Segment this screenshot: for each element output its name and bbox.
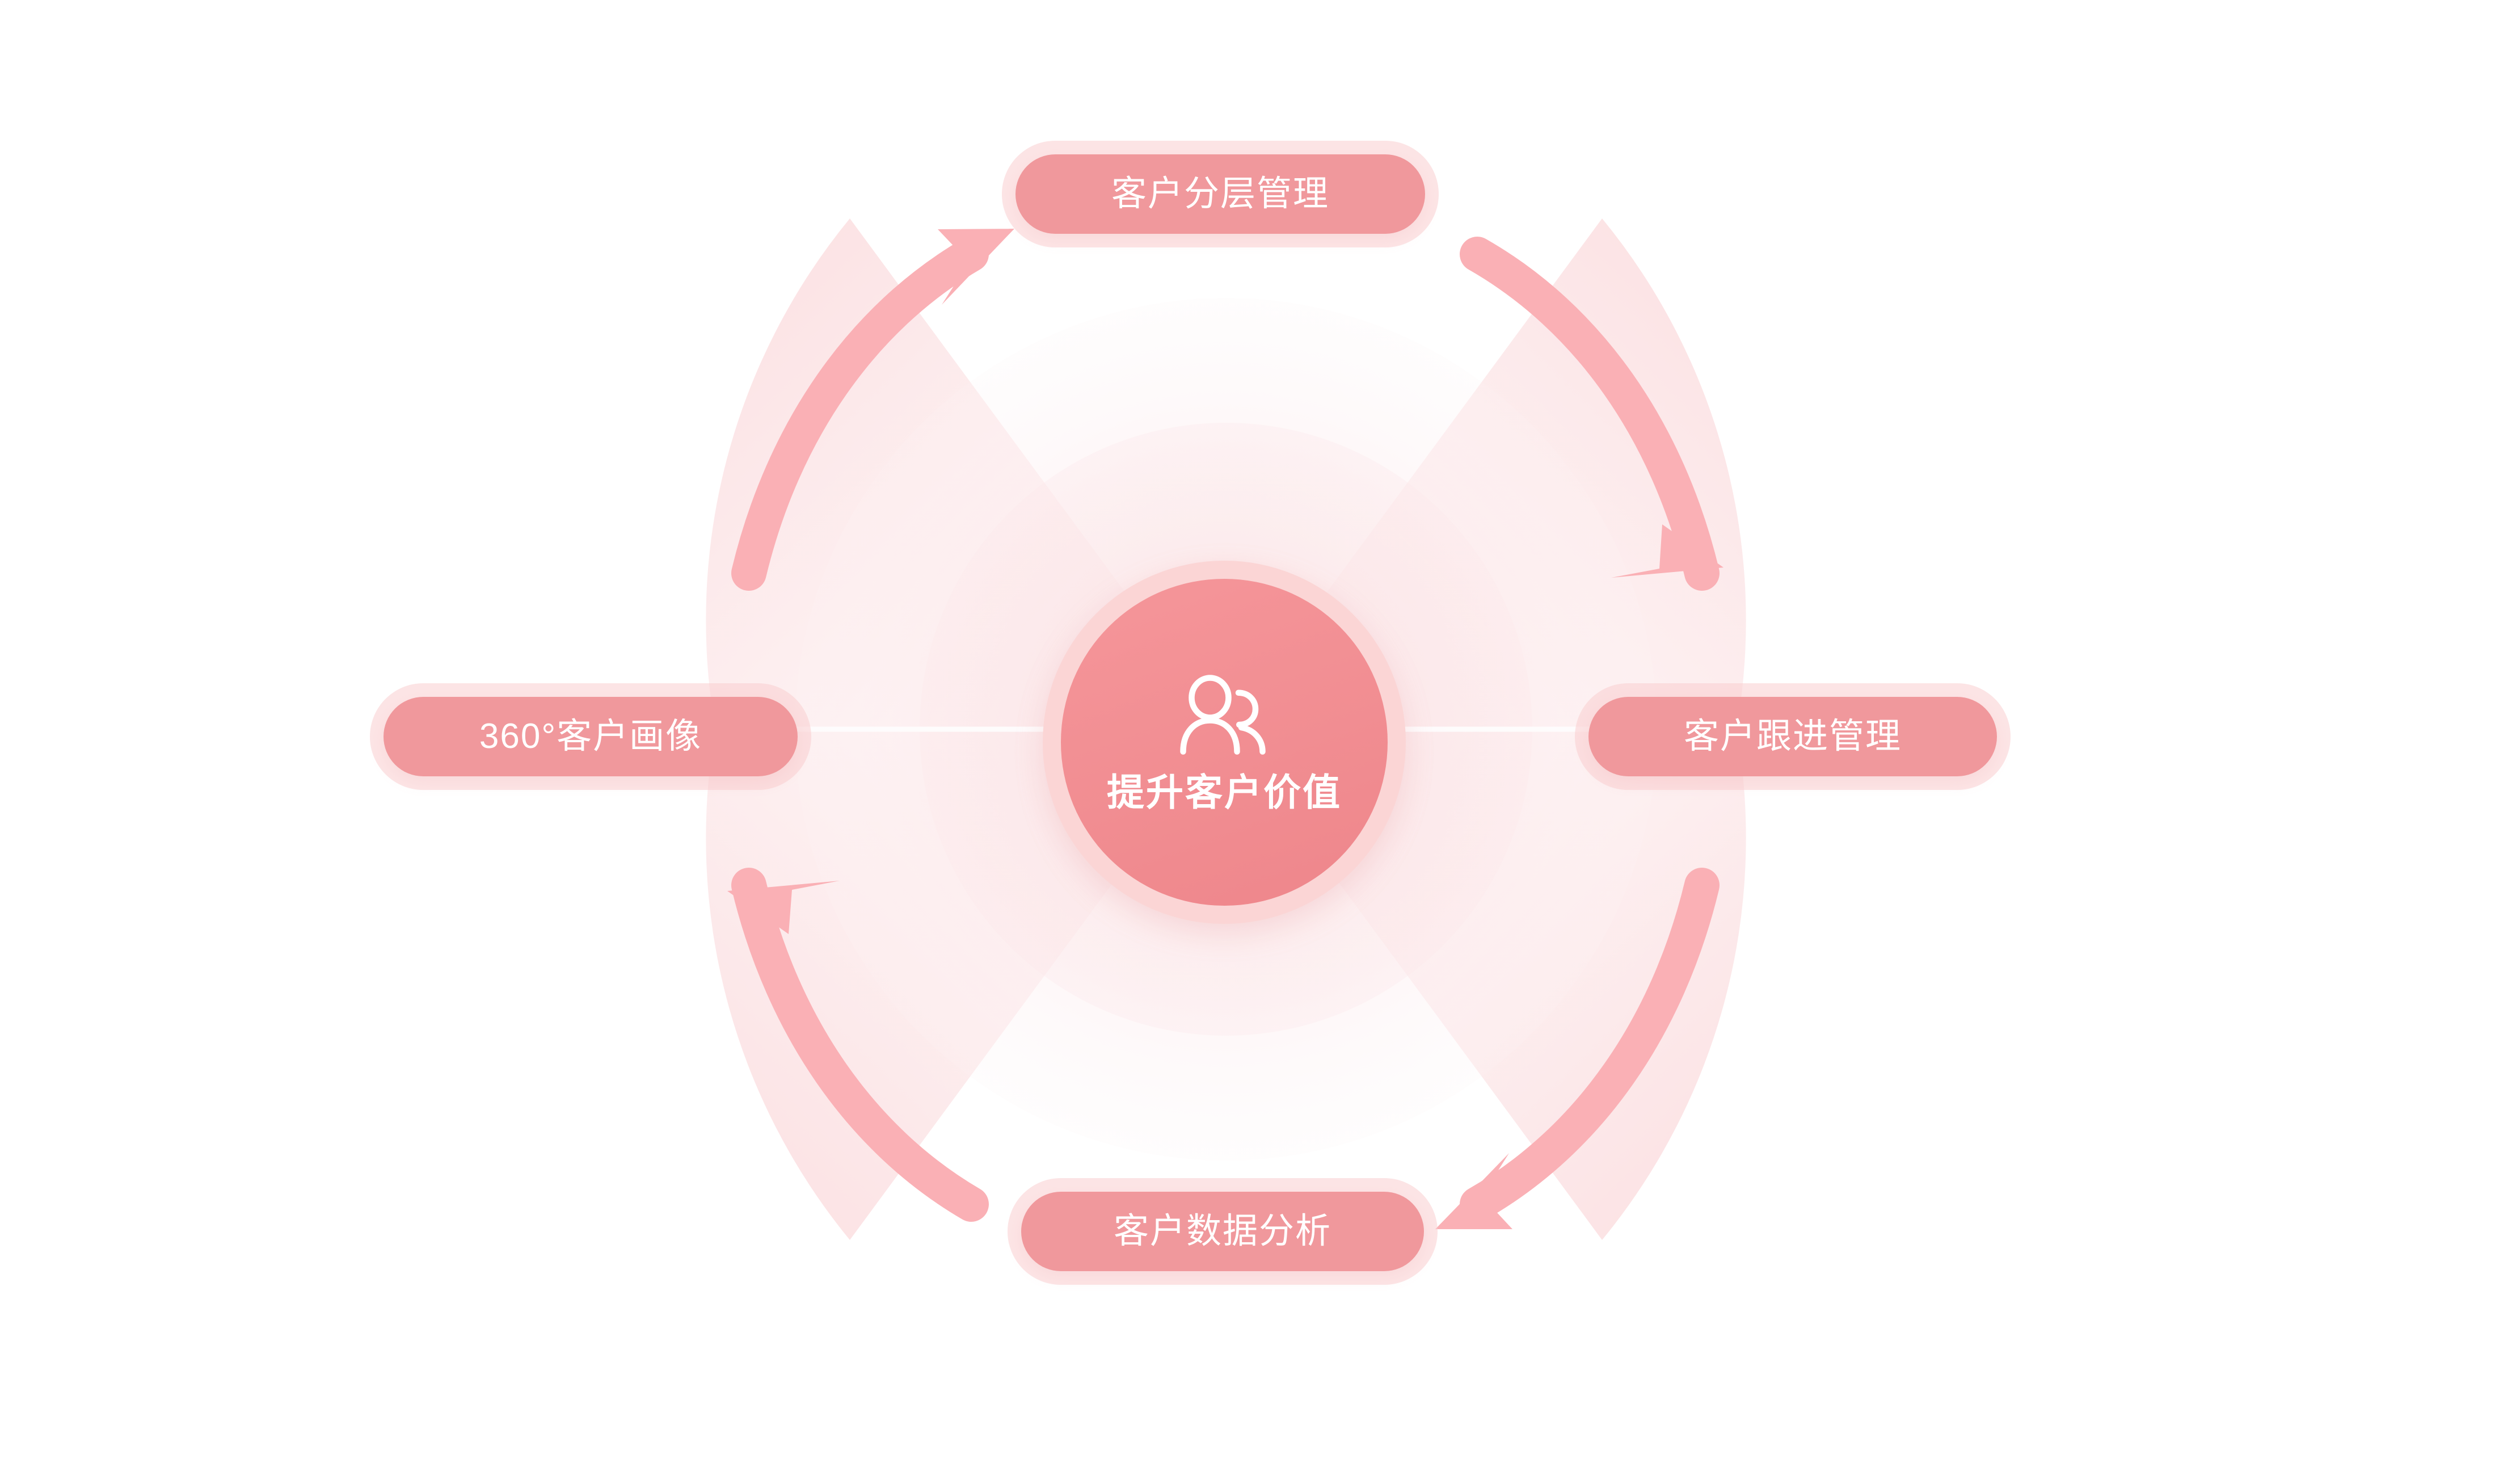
node-pill-right-label: 客户跟进管理 <box>1683 717 1902 756</box>
center-node-label: 提升客户价值 <box>1107 771 1342 813</box>
arrow-left-to-top-head <box>938 229 1014 305</box>
node-pill-left-label: 360°客户画像 <box>479 717 702 756</box>
node-pill-top[interactable]: 客户分层管理 <box>1015 154 1425 234</box>
arrow-bottom-to-left <box>727 868 989 1222</box>
arrow-bottom-to-left-head <box>727 881 840 934</box>
arrow-left-to-top <box>731 229 1014 591</box>
cycle-arrows <box>727 229 1723 1229</box>
arrow-top-to-right-shaft <box>1460 237 1720 591</box>
node-pill-right[interactable]: 客户跟进管理 <box>1588 697 1997 776</box>
node-pill-bottom-label: 客户数据分析 <box>1113 1212 1331 1251</box>
node-pill-top-label: 客户分层管理 <box>1111 174 1329 213</box>
arrow-top-to-right-head <box>1611 524 1723 578</box>
arrow-right-to-bottom-head <box>1435 1153 1512 1229</box>
arrow-top-to-right <box>1460 237 1723 591</box>
arrow-bottom-to-left-shaft <box>731 868 989 1222</box>
center-node-core: 提升客户价值 <box>1061 579 1388 906</box>
node-pill-left[interactable]: 360°客户画像 <box>384 697 798 776</box>
users-icon-svg <box>1180 675 1266 755</box>
users-icon <box>1170 674 1278 759</box>
center-node[interactable]: 提升客户价值 <box>1043 561 1406 924</box>
node-pill-bottom[interactable]: 客户数据分析 <box>1021 1192 1424 1271</box>
arrow-right-to-bottom <box>1435 868 1720 1229</box>
arrow-right-to-bottom-shaft <box>1460 868 1720 1222</box>
arrow-left-to-top-shaft <box>731 237 989 591</box>
